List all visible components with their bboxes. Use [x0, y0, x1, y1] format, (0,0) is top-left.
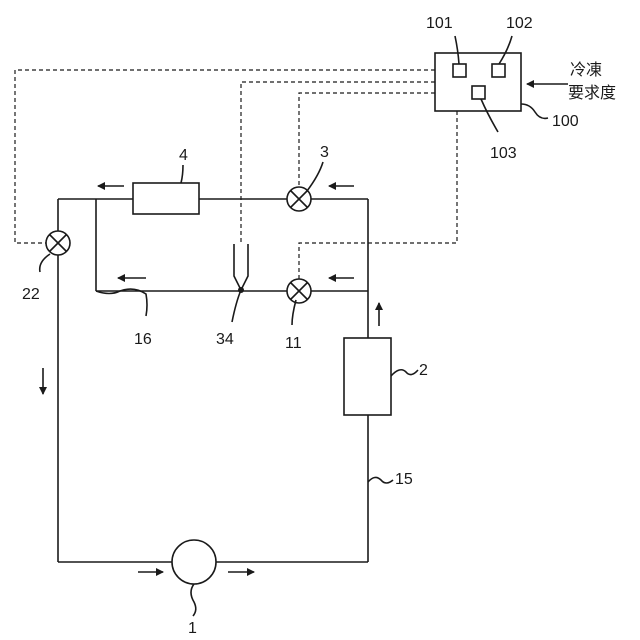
reference-labels: 4 3 22 16 34 11 2 15 1 100 101 102 103 冷…: [22, 15, 616, 637]
heat-exchanger-4: [133, 183, 199, 214]
label-11: 11: [285, 335, 302, 352]
sensor-34: [234, 244, 248, 293]
label-3: 3: [320, 144, 329, 161]
leader-lines: [40, 36, 548, 616]
label-15: 15: [395, 471, 413, 488]
label-101: 101: [426, 15, 453, 32]
label-34: 34: [216, 331, 234, 348]
ctrl-unit-103: [472, 86, 485, 99]
label-16: 16: [134, 331, 152, 348]
ctrl-unit-101: [453, 64, 466, 77]
label-4: 4: [179, 147, 188, 164]
compressor-1: [172, 540, 216, 584]
label-1: 1: [188, 620, 197, 637]
label-2: 2: [419, 362, 428, 379]
signal-lines: [15, 70, 457, 279]
label-102: 102: [506, 15, 533, 32]
condenser-2: [344, 338, 391, 415]
label-22: 22: [22, 286, 40, 303]
main-loop: [58, 199, 368, 562]
expansion-valve-11: [287, 279, 311, 303]
controller-100: [435, 53, 521, 111]
label-100: 100: [552, 113, 579, 130]
expansion-valve-22: [46, 231, 70, 255]
demand-label-line2: 要求度: [568, 83, 616, 102]
demand-label-line1: 冷凍: [570, 60, 602, 79]
ctrl-unit-102: [492, 64, 505, 77]
label-103: 103: [490, 145, 517, 162]
